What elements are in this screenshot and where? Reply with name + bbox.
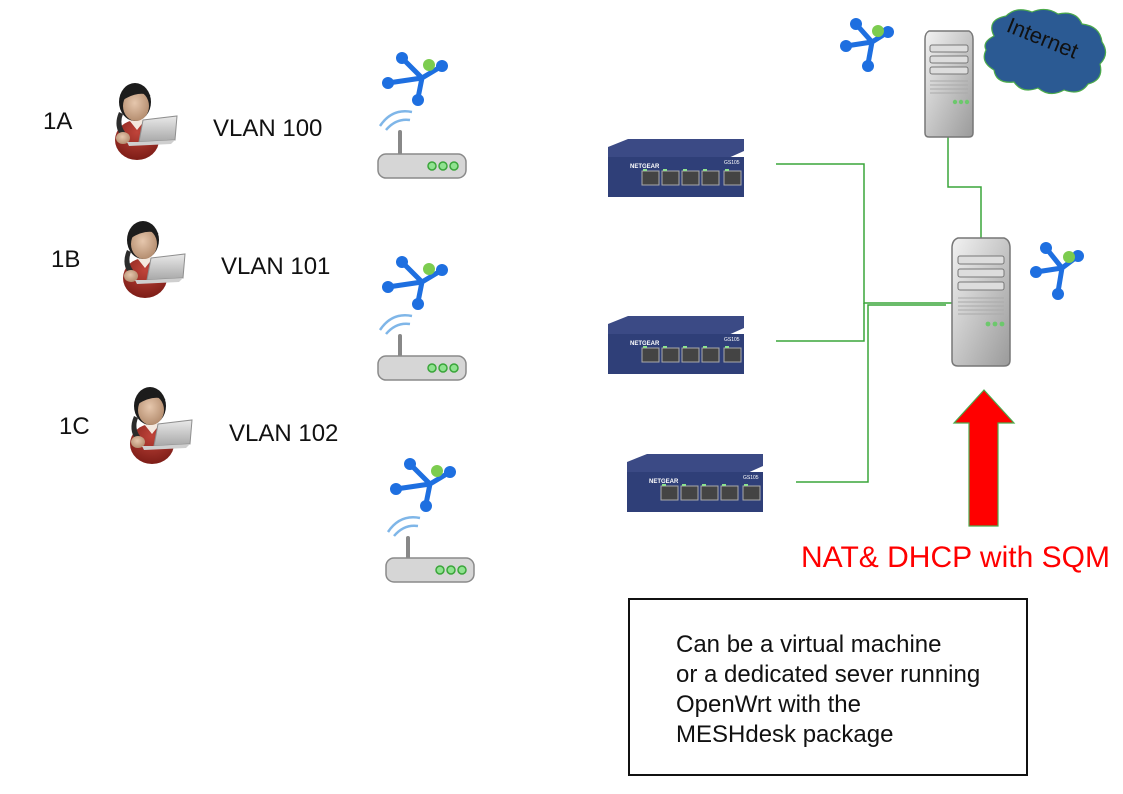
gateway-server-icon (924, 30, 974, 138)
switch-brand: NETGEAR (630, 164, 660, 170)
mesh-node-icon (840, 18, 894, 72)
note-line: Can be a virtual machine (676, 631, 942, 658)
note-line: MESHdesk package (676, 721, 894, 748)
mesh-node-icon (382, 52, 448, 106)
mesh-node-icon (1030, 242, 1084, 300)
note-text: Can be a virtual machine or a dedicated … (676, 630, 980, 750)
link-switch2-to-core (776, 303, 865, 342)
mesh-access-point-3 (385, 458, 475, 583)
wireless-router-icon (385, 516, 475, 583)
user-laptop-icon (123, 221, 186, 298)
switch-brand: NETGEAR (630, 341, 660, 347)
wireless-router-icon (377, 110, 467, 179)
vlan-label-101: VLAN 101 (221, 253, 331, 280)
network-switch-1: NETGEAR GS105 (608, 139, 744, 197)
core-server-icon (951, 237, 1011, 367)
note-box: Can be a virtual machine or a dedicated … (628, 598, 1028, 776)
mesh-node-icon (382, 256, 448, 310)
link-core-to-gateway (947, 137, 982, 240)
switch-model: GS105 (724, 337, 740, 343)
switch-model: GS105 (743, 475, 759, 481)
mesh-access-point-1 (377, 52, 467, 179)
link-switch1-to-core (776, 163, 953, 304)
mesh-access-point-2 (377, 256, 467, 381)
network-switch-2: NETGEAR GS105 (608, 316, 744, 374)
note-line: OpenWrt with the (676, 691, 861, 718)
client-label-1c: 1C (59, 413, 90, 440)
nat-dhcp-sqm-caption: NAT& DHCP with SQM (801, 541, 1110, 574)
internet-cloud: Internet (983, 8, 1107, 95)
user-laptop-icon (130, 387, 193, 464)
switch-brand: NETGEAR (649, 479, 679, 485)
client-label-1b: 1B (51, 246, 81, 273)
link-switch3-to-core (796, 304, 946, 483)
mesh-node-icon (390, 458, 456, 512)
vlan-label-100: VLAN 100 (213, 115, 323, 142)
up-arrow-icon (952, 389, 1016, 527)
wireless-router-icon (377, 314, 467, 381)
note-line: or a dedicated sever running (676, 661, 981, 688)
switch-model: GS105 (724, 160, 740, 166)
user-laptop-icon (115, 83, 178, 160)
vlan-label-102: VLAN 102 (229, 420, 339, 447)
network-switch-3: NETGEAR GS105 (627, 454, 763, 512)
client-label-1a: 1A (43, 108, 73, 135)
